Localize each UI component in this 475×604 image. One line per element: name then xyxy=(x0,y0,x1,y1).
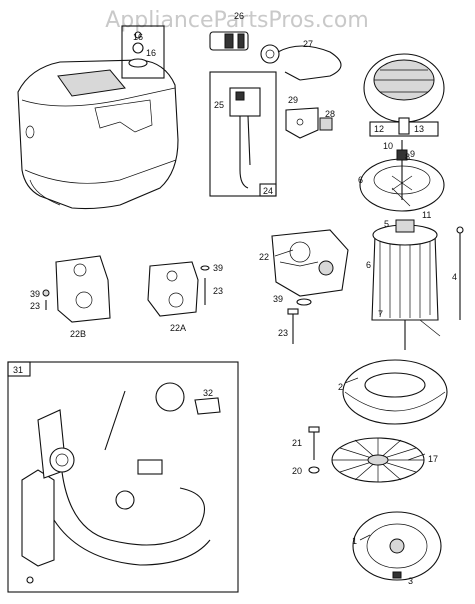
brush-holder xyxy=(359,140,445,212)
flywheel-1 xyxy=(352,511,442,581)
callout-39a: 39 xyxy=(30,289,40,299)
bolt-23c xyxy=(287,308,299,344)
switch-box-24 xyxy=(209,71,277,197)
plug-26 xyxy=(209,31,249,51)
callout-32: 32 xyxy=(203,388,213,398)
rod-4 xyxy=(456,226,464,320)
callout-39b: 39 xyxy=(213,263,223,273)
callout-2: 2 xyxy=(338,382,343,392)
leader-lines xyxy=(274,187,441,541)
callout-6b: 6 xyxy=(366,260,371,270)
callout-10: 10 xyxy=(383,141,393,151)
callouts: 16 16 26 27 25 24 29 28 12 13 10 8 9 6 1… xyxy=(13,11,457,586)
callout-24: 24 xyxy=(263,186,273,196)
callout-21: 21 xyxy=(292,438,302,448)
callout-12: 12 xyxy=(374,124,384,134)
box-31 xyxy=(7,361,239,593)
end-bell-2 xyxy=(342,359,448,425)
washer-39c xyxy=(296,298,312,306)
callout-16: 16 xyxy=(133,32,143,42)
callout-3: 3 xyxy=(408,576,413,586)
callout-13: 13 xyxy=(414,124,424,134)
cord-27 xyxy=(260,44,342,81)
callout-22b: 22B xyxy=(70,329,86,339)
screw-21 xyxy=(308,426,320,474)
callout-27: 27 xyxy=(303,39,313,49)
callout-23b: 23 xyxy=(213,286,223,296)
pump-22a xyxy=(147,261,210,317)
callout-1: 1 xyxy=(352,536,357,546)
callout-23c: 23 xyxy=(278,328,288,338)
callout-22: 22 xyxy=(259,252,269,262)
callout-8: 8 xyxy=(405,152,410,162)
callout-31: 31 xyxy=(13,365,23,375)
callout-22a: 22A xyxy=(170,323,186,333)
callout-26: 26 xyxy=(234,11,244,21)
callout-16b: 16 xyxy=(146,48,156,58)
end-cap-assembly xyxy=(363,53,445,137)
callout-4: 4 xyxy=(452,272,457,282)
callout-6a: 6 xyxy=(358,175,363,185)
callout-5: 5 xyxy=(384,219,389,229)
callout-9: 9 xyxy=(410,149,415,159)
callout-25: 25 xyxy=(214,100,224,110)
callout-29: 29 xyxy=(288,95,298,105)
pump-22 xyxy=(271,229,349,297)
box-16 xyxy=(121,25,165,79)
field-armature xyxy=(371,219,439,350)
housing-cover xyxy=(17,59,179,210)
callout-39c: 39 xyxy=(273,294,283,304)
callout-11: 11 xyxy=(422,210,431,220)
bracket-29 xyxy=(285,107,333,139)
fan-17 xyxy=(331,437,425,483)
callout-17: 17 xyxy=(428,454,438,464)
callout-23a: 23 xyxy=(30,301,40,311)
callout-20: 20 xyxy=(292,466,302,476)
watermark: AppliancePartsPros.com xyxy=(105,8,369,33)
pump-22b xyxy=(42,255,111,323)
callout-28: 28 xyxy=(325,109,335,119)
callout-7: 7 xyxy=(378,309,383,319)
